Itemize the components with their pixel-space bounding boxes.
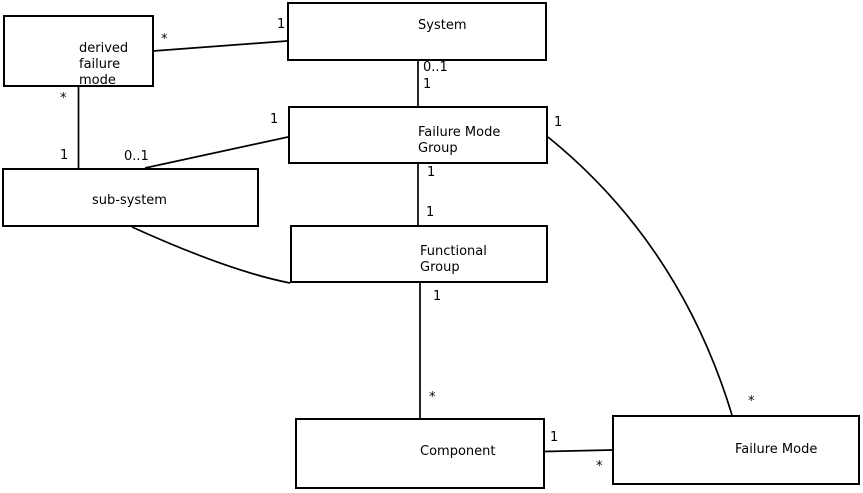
multiplicity-label: 0..1 (124, 149, 149, 164)
edge-component-failure-mode (544, 449, 613, 453)
node-failure-mode: Failure Mode (612, 415, 860, 485)
node-label: sub-system (92, 193, 167, 208)
multiplicity-label: 1 (423, 77, 432, 92)
multiplicity-label: 1 (270, 112, 279, 127)
multiplicity-label: * (748, 394, 755, 409)
node-label: System (418, 18, 467, 33)
node-label: Failure Mode (735, 442, 818, 457)
node-derived-failure-mode: derived failure mode (3, 15, 154, 88)
node-label: Failure Mode Group (418, 125, 501, 156)
multiplicity-label: 1 (277, 17, 286, 32)
edge-failure-mode-group-failure-mode (547, 136, 733, 416)
multiplicity-label: 0..1 (423, 60, 448, 75)
multiplicity-label: 1 (550, 430, 559, 445)
node-sub-system: sub-system (2, 168, 259, 227)
multiplicity-label: * (429, 390, 436, 405)
node-label: Functional Group (420, 244, 487, 275)
node-functional-group: Functional Group (290, 225, 548, 283)
multiplicity-label: 1 (427, 165, 436, 180)
node-system: System (287, 2, 547, 61)
multiplicity-label: 1 (60, 148, 69, 163)
multiplicity-label: * (60, 91, 67, 106)
multiplicity-label: 1 (554, 115, 563, 130)
multiplicity-label: 1 (426, 205, 435, 220)
multiplicity-label: * (161, 32, 168, 47)
edge-sub-system-functional-group (131, 226, 291, 284)
edge-derived-failure-mode-system (152, 40, 288, 52)
multiplicity-label: 1 (433, 289, 442, 304)
node-failure-mode-group: Failure Mode Group (288, 106, 548, 164)
node-label: derived failure mode (79, 41, 129, 88)
node-component: Component (295, 418, 545, 489)
multiplicity-label: * (596, 459, 603, 474)
node-label: Component (420, 444, 496, 459)
edge-sub-system-failure-mode-group (144, 136, 289, 169)
